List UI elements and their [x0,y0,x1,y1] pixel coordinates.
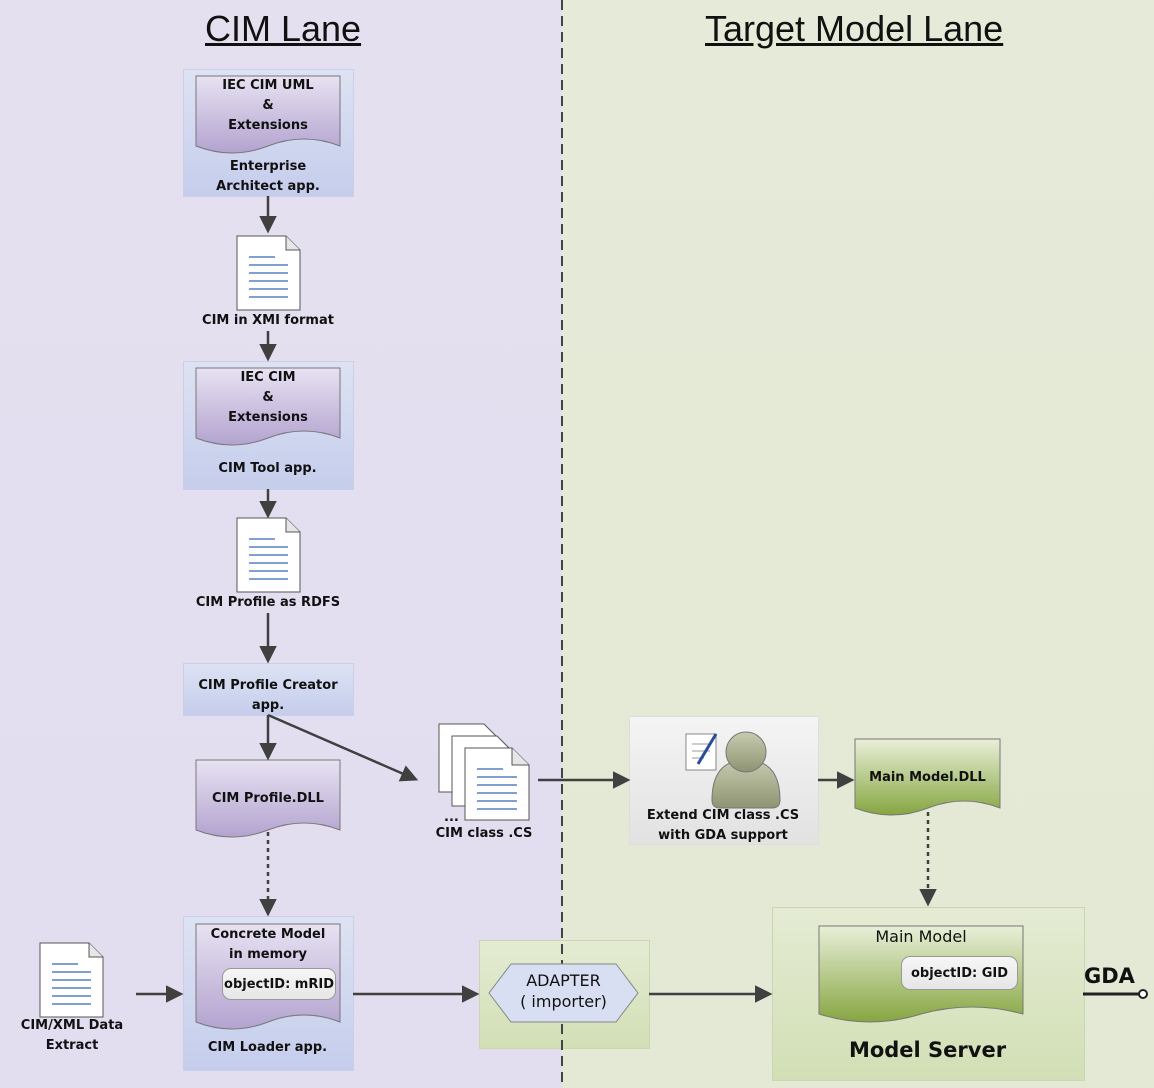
xmi-file-icon [236,235,301,311]
target-model-lane [562,0,1154,1088]
adapter-label: ADAPTER( importer) [520,971,607,1011]
extend-label: Extend CIM class .CS with GDA support [646,808,800,843]
class-cs-label: CIM class .CS [435,826,533,841]
main-model-label: Main Model [875,927,967,946]
ea-doc-label: IEC CIM UML&Extensions [222,78,314,133]
main-model-dll-document [854,738,1001,816]
enterprise-architect-label: Enterprise Architect app. [216,159,320,194]
cim-loader-label: CIM Loader app. [207,1040,328,1055]
cim-lane-title: CIM Lane [205,8,362,49]
cim-tool-label: CIM Tool app. [218,461,317,476]
flow-arrows [136,196,855,1003]
data-extract-file-icon [39,942,104,1018]
model-server-label: Model Server [848,1038,1007,1062]
profile-dll-document [195,759,341,838]
ea-document [195,75,341,154]
main-model-dll-label: Main Model.DLL [869,770,986,785]
profile-dll-label: CIM Profile.DLL [212,791,324,806]
class-cs-files-icon [438,723,530,821]
rdfs-file-icon [236,517,301,593]
target-lane-title: Target Model Lane [705,8,1004,49]
class-cs-ellipsis: ... [444,810,459,825]
user-icon [711,731,781,809]
object-gid-badge: objectID: GID [901,956,1018,990]
cimtool-document [195,367,341,446]
pen-document-icon [685,733,718,771]
object-mrid-badge: objectID: mRID [222,968,336,1000]
adapter-hexagon [488,963,639,1023]
data-extract-label: CIM/XML Data Extract [20,1018,124,1053]
profile-creator-label: CIM Profile Creator app. [198,678,338,713]
rdfs-file-label: CIM Profile as RDFS [195,595,341,610]
xmi-file-label: CIM in XMI format [202,313,334,328]
gda-label: GDA [1084,964,1135,988]
cimtool-doc-label: IEC CIM&Extensions [228,370,308,425]
dotted-arrows [259,812,937,917]
